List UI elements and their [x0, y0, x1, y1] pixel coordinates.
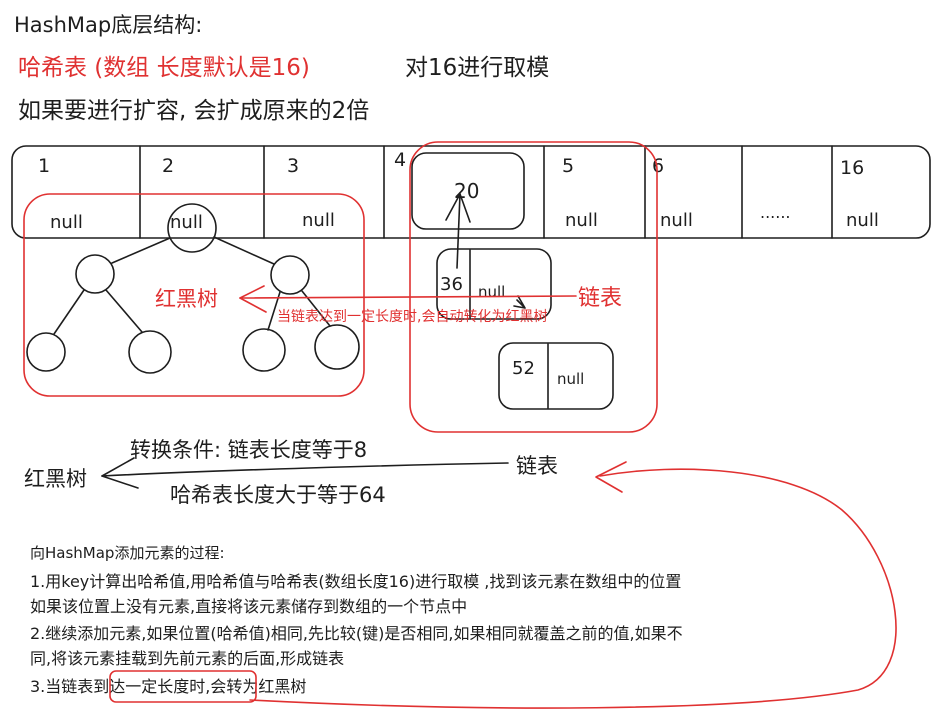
tree-edge: [105, 289, 143, 333]
red-black-tree-label: 红黑树: [155, 287, 218, 311]
diagram-title: HashMap底层结构:: [14, 13, 202, 37]
tree-root-node: [167, 203, 217, 253]
tree-node: [26, 332, 66, 372]
condition-list-label: 链表: [516, 454, 558, 478]
hash-array: 1 2 3 4 5 6 16 null null null null null …: [11, 145, 931, 239]
slot-index: 1: [38, 155, 50, 177]
tree-node: [242, 328, 286, 372]
tree-node: [270, 255, 310, 295]
process-line: 1.用key计算出哈希值,用哈希值与哈希表(数组长度16)进行取模 ,找到该元素…: [30, 572, 681, 591]
list-node-52: [498, 342, 614, 410]
conversion-conditions: 转换条件: 链表长度等于8 哈希表长度大于等于64 红黑树 链表: [24, 438, 558, 507]
slot-index: 4: [394, 149, 406, 171]
list-frame: [409, 141, 658, 433]
list-node-value: null: [557, 370, 584, 388]
process-heading: 向HashMap添加元素的过程:: [30, 544, 225, 562]
condition-tree-label: 红黑树: [24, 467, 87, 491]
slot-value: null: [302, 210, 335, 231]
slot-ellipsis: ......: [760, 203, 791, 222]
list-node-36: [436, 248, 552, 320]
conversion-note: 当链表达到一定长度时,会自动转化为红黑树: [277, 309, 547, 325]
slot-value: null: [170, 212, 203, 233]
loop-arrowhead: [595, 461, 627, 493]
condition-length-8: 转换条件: 链表长度等于8: [130, 438, 367, 462]
list-link-arrowhead: [445, 193, 471, 223]
hash-array-frame: [11, 145, 931, 239]
hash-table-note: 哈希表 (数组 长度默认是16): [18, 55, 310, 81]
slot-value: null: [660, 210, 693, 231]
tree-node: [314, 324, 360, 370]
condition-arrowhead: [101, 457, 139, 489]
list-node-key: 52: [512, 358, 535, 379]
tree-edge: [111, 237, 171, 264]
conversion-arrowhead: [239, 285, 267, 313]
linked-list-label: 链表: [578, 286, 622, 311]
condition-arrow: [101, 462, 509, 477]
resize-note: 如果要进行扩容, 会扩成原来的2倍: [18, 98, 369, 124]
process-line: 同,将该元素挂载到先前元素的后面,形成链表: [30, 649, 344, 668]
loop-arrow: [249, 468, 897, 709]
list-link-arrow: [456, 193, 461, 269]
slot-index: 2: [162, 155, 174, 177]
process-description: 向HashMap添加元素的过程: 1.用key计算出哈希值,用哈希值与哈希表(数…: [30, 544, 683, 696]
tree-node: [128, 330, 172, 374]
highlight-box: [109, 670, 257, 703]
tree-edge: [213, 236, 275, 265]
condition-table-64: 哈希表长度大于等于64: [170, 483, 386, 507]
process-line: 如果该位置上没有元素,直接将该元素储存到数组的一个节点中: [30, 597, 467, 616]
tree-edge: [53, 289, 85, 335]
process-line: 3.当链表到达一定长度时,会转为红黑树: [30, 677, 306, 696]
conversion-arrow: [239, 295, 577, 299]
slot-index: 5: [562, 155, 574, 177]
linked-list: 20 36 null 52 null 链表: [409, 141, 658, 433]
tree-frame: [23, 193, 365, 397]
red-black-tree: 红黑树: [23, 193, 365, 397]
slot-index: 3: [287, 155, 299, 177]
tree-node: [75, 254, 115, 294]
slot-value: null: [50, 212, 83, 233]
list-node-value: null: [478, 283, 505, 301]
modulo-note: 对16进行取模: [405, 55, 549, 81]
list-node-20: [411, 152, 525, 230]
process-line: 2.继续添加元素,如果位置(哈希值)相同,先比较(键)是否相同,如果相同就覆盖之…: [30, 624, 683, 643]
list-link-mark: [513, 295, 526, 309]
slot-index: 16: [840, 157, 864, 179]
slot-value: null: [565, 210, 598, 231]
list-node-key: 36: [440, 274, 463, 295]
list-node-key: 20: [454, 179, 479, 203]
slot-value: null: [846, 210, 879, 231]
